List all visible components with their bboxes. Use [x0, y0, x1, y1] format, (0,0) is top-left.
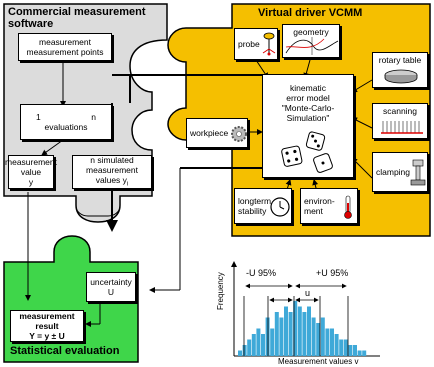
histogram-bar	[353, 345, 357, 356]
probe-box: probe	[234, 28, 278, 60]
simulated-values-box: n simulated measurement values yi	[72, 155, 152, 189]
probe-label: probe	[238, 39, 260, 49]
statistics-title: Statistical evaluation	[10, 345, 120, 357]
histogram-bar	[274, 312, 279, 356]
result-line-3: Y = y ± U	[29, 331, 65, 341]
clamping-label: clamping	[376, 167, 411, 177]
sim-line-2: measurement values yi	[73, 165, 151, 190]
histogram-bar	[316, 323, 321, 356]
minus-u95-label: -U 95%	[246, 268, 276, 278]
histogram-bar	[284, 306, 288, 356]
workpiece-label: workpiece	[190, 128, 229, 138]
geometry-box: geometry	[282, 24, 340, 58]
workpiece-box: workpiece	[186, 118, 248, 148]
histogram-bar	[311, 317, 316, 356]
histogram-bar	[307, 306, 311, 356]
longterm-line-1: longterm	[238, 196, 272, 206]
environment-line-1: environ-	[304, 196, 335, 206]
sim-line-1: n simulated	[90, 154, 134, 165]
model-line-3: "Monte-Carlo-	[281, 103, 335, 113]
model-line-2: error model	[286, 93, 330, 103]
histogram-ylabel: Frequency	[216, 272, 225, 310]
histogram-bar	[279, 317, 284, 356]
histogram-bar	[242, 345, 247, 356]
model-line-1: kinematic	[290, 83, 326, 93]
sim-line-2-text: measurement values y	[86, 164, 138, 185]
longterm-stability-box: longterm stability	[234, 188, 292, 224]
uncertainty-line-2: U	[107, 287, 115, 297]
model-box: kinematic error model "Monte-Carlo- Simu…	[262, 74, 354, 178]
measurement-points-label: measurement points	[26, 47, 104, 57]
evaluations-label: evaluations	[44, 122, 88, 132]
gear-icon	[231, 126, 247, 142]
rotary-table-label: rotary table	[378, 55, 422, 65]
plus-u-sub: 95%	[330, 268, 349, 278]
scanning-icon	[381, 121, 423, 134]
histogram-bar	[238, 350, 242, 356]
rotary-table-icon	[384, 69, 418, 84]
histogram-bar	[320, 317, 325, 356]
geometry-curve-icon	[285, 37, 339, 55]
histogram-bar	[251, 334, 256, 356]
rotary-table-box: rotary table	[372, 52, 428, 88]
measurement-label: measurement	[39, 37, 91, 47]
value-line-3: y	[28, 177, 34, 187]
histogram-bar	[302, 312, 307, 356]
measurement-value-box: measurement value y	[5, 155, 57, 189]
model-line-4: Simulation"	[286, 113, 330, 123]
histogram-bar	[325, 328, 330, 356]
histogram-bar	[357, 350, 362, 356]
probe-icon	[262, 32, 276, 56]
measurement-result-box: measurement result Y = y ± U	[10, 310, 84, 342]
histogram-bar	[256, 328, 261, 356]
histogram-bar	[343, 339, 348, 356]
software-title: Commercial measurement software	[8, 6, 146, 30]
histogram-bar	[330, 328, 334, 356]
evaluations-box: 1 n evaluations	[20, 104, 112, 140]
sim-subscript: i	[126, 181, 129, 188]
vcmm-title: Virtual driver VCMM	[258, 7, 363, 19]
value-line-1: measurement	[5, 157, 57, 167]
dice-icon	[281, 131, 333, 173]
clamp-icon	[410, 159, 426, 186]
clamping-box: clamping	[372, 152, 428, 192]
longterm-line-2: stability	[238, 206, 267, 216]
minus-u-text: -U	[246, 268, 256, 278]
histogram-xlabel: Measurement values v	[278, 357, 359, 366]
uncertainty-line-1: uncertainty	[90, 277, 132, 287]
histogram-bar	[270, 328, 275, 356]
histogram-bar	[334, 334, 339, 356]
histogram-bar	[297, 306, 302, 356]
result-line-1: measurement	[19, 311, 75, 321]
histogram-bar	[348, 345, 353, 356]
thermometer-icon	[344, 195, 352, 219]
measurement-points-box: measurement measurement points	[18, 33, 112, 61]
histogram-bar	[247, 339, 252, 356]
environment-box: environ- ment	[300, 188, 358, 224]
histogram-bar	[261, 334, 265, 356]
evaluation-n-label: n	[91, 112, 96, 122]
environment-line-2: ment	[304, 206, 323, 216]
result-line-2: result	[35, 321, 59, 331]
scanning-box: scanning	[372, 103, 428, 139]
histogram-bar	[288, 312, 293, 356]
plus-u-text: +U	[316, 268, 328, 278]
minus-u-sub: 95%	[258, 268, 277, 278]
histogram-bars	[238, 301, 367, 356]
plus-u95-label: +U 95%	[316, 268, 348, 278]
histogram-bar	[362, 350, 367, 356]
scanning-label: scanning	[382, 106, 418, 116]
histogram-bar	[339, 339, 344, 356]
u-label: u	[305, 288, 311, 298]
value-line-2: value	[20, 167, 42, 177]
clock-icon	[270, 197, 290, 217]
evaluation-one-label: 1	[36, 112, 41, 122]
histogram-bar	[293, 301, 298, 356]
geometry-label: geometry	[293, 27, 329, 37]
uncertainty-box: uncertainty U	[86, 272, 136, 302]
